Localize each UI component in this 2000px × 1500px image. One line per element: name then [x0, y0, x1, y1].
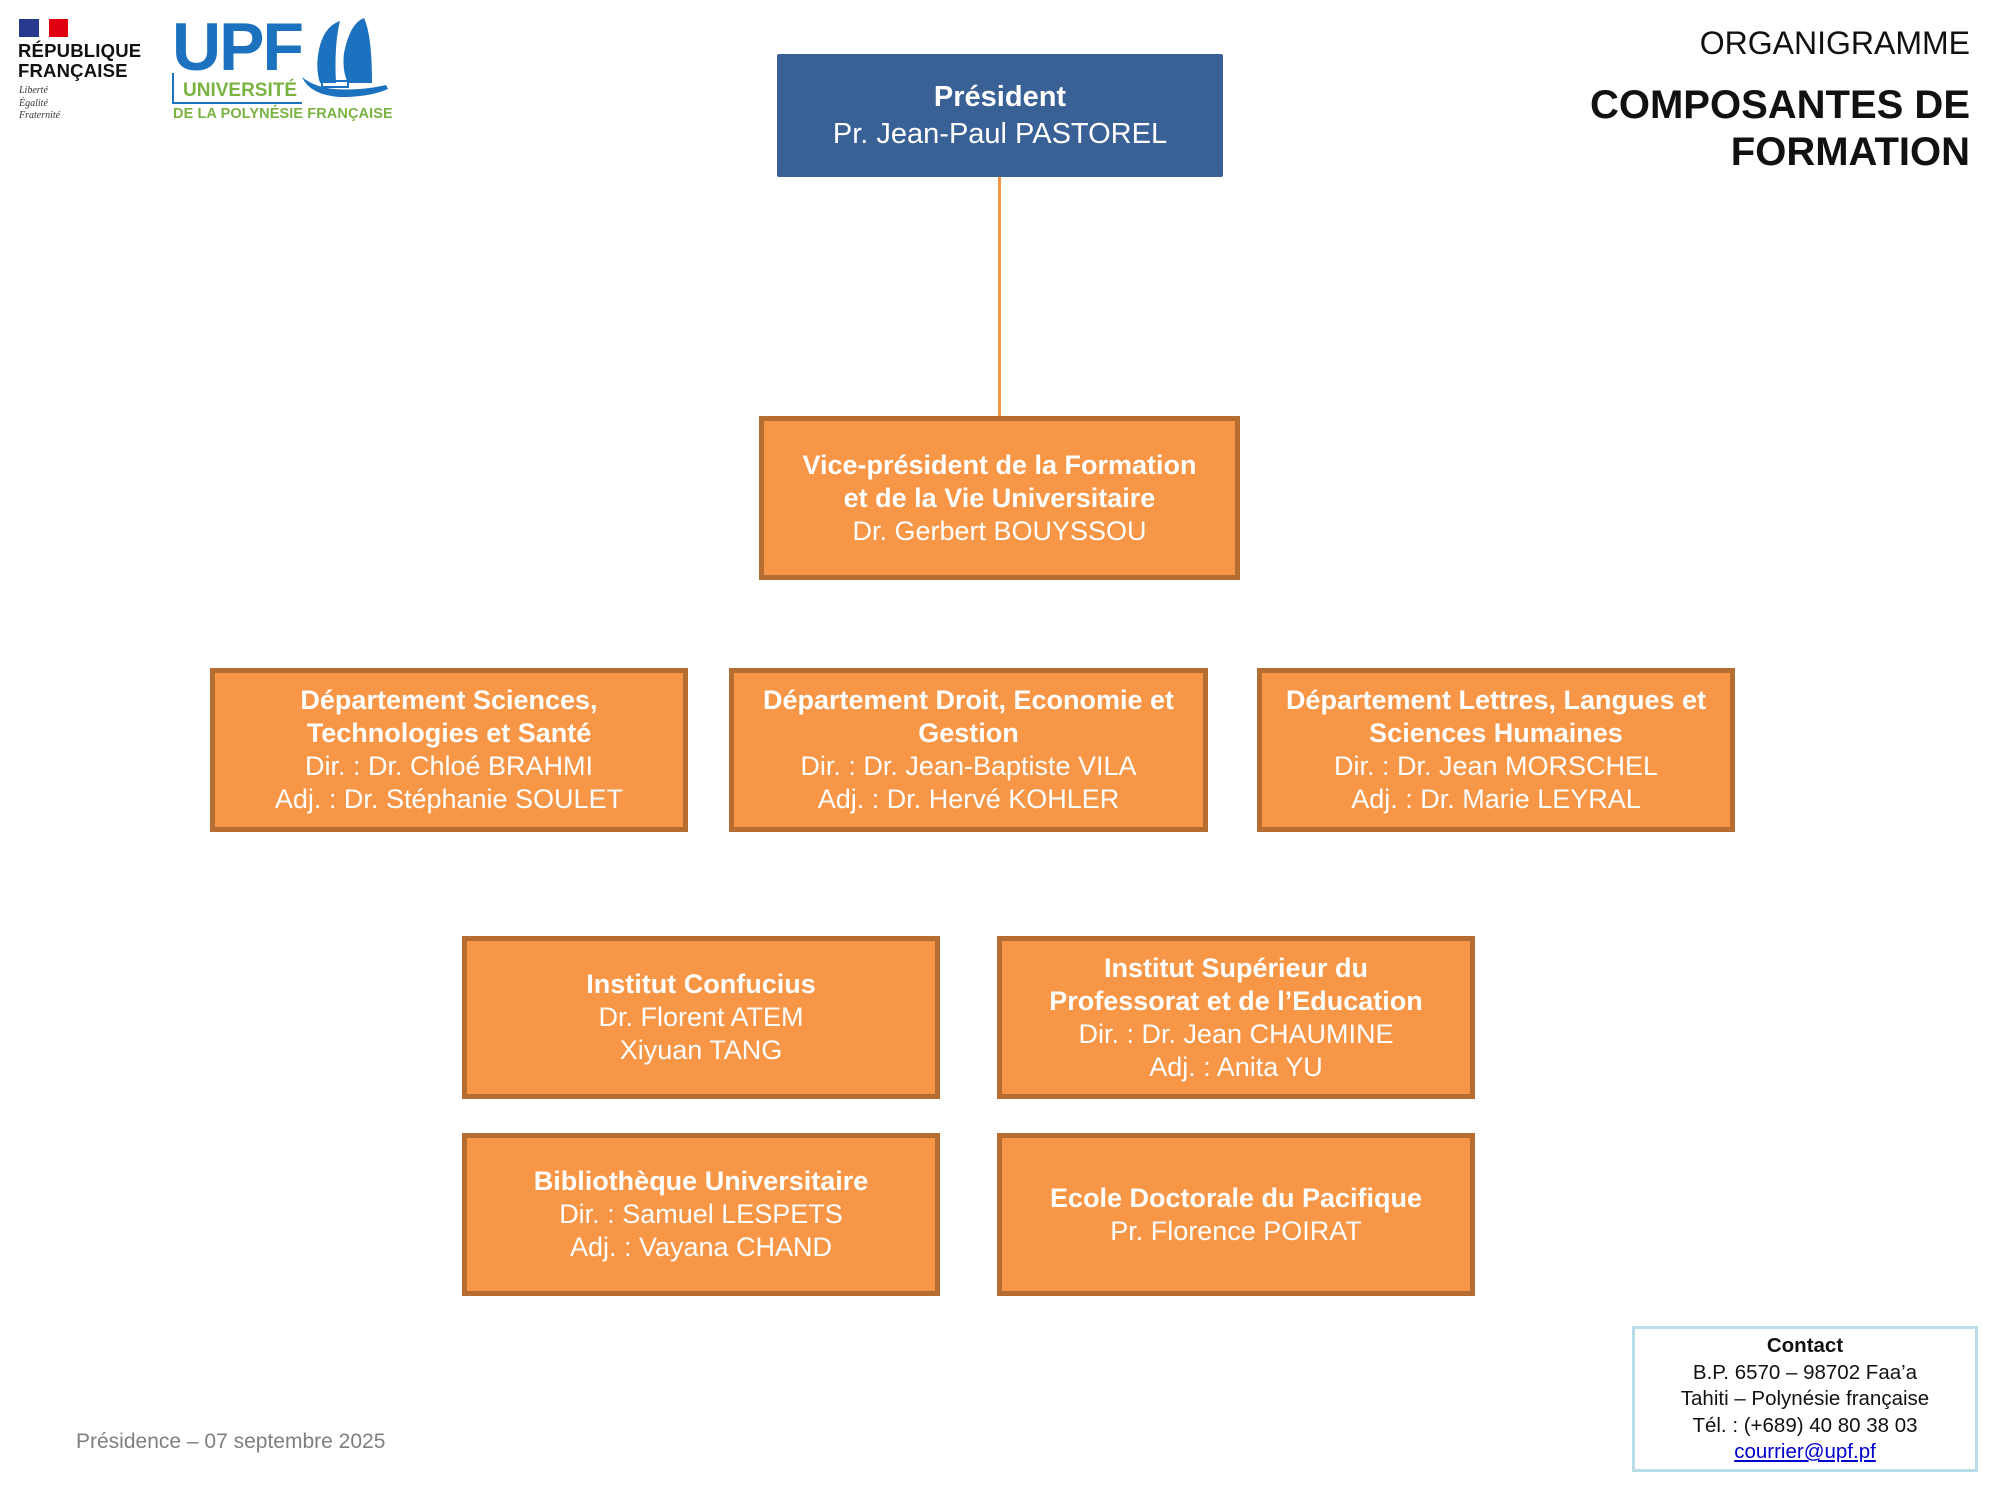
node-person: Pr. Florence POIRAT [1110, 1215, 1362, 1246]
sailing-canoe-icon [302, 18, 388, 97]
node-deputy: Adj. : Dr. Marie LEYRAL [1351, 784, 1641, 814]
upf-logo-acronym: UPF [172, 9, 304, 85]
node-title: Sciences Humaines [1369, 718, 1623, 748]
node-person: Dr. Gerbert BOUYSSOU [852, 515, 1147, 546]
node-director: Dir. : Dr. Jean CHAUMINE [1078, 1018, 1394, 1049]
rf-motto-line: Fraternité [19, 110, 61, 121]
page-title-line: FORMATION [1730, 130, 1970, 174]
node-person: Xiyuan TANG [619, 1035, 783, 1065]
org-node-president: Président Pr. Jean-Paul PASTOREL [777, 54, 1223, 177]
node-title: Institut Supérieur du [1103, 952, 1368, 983]
node-title: Département Sciences, [300, 685, 598, 715]
node-title: Département Lettres, Langues et [1285, 685, 1707, 715]
rf-motto: Liberté Égalité Fraternité [19, 85, 60, 123]
node-title: Département Droit, Economie et [762, 685, 1175, 715]
node-title: Bibliothèque Universitaire [533, 1166, 869, 1196]
node-director: Dir. : Dr. Jean-Baptiste VILA [800, 751, 1137, 781]
contact-address: B.P. 6570 – 98702 Faa’a [1692, 1360, 1918, 1384]
node-title: Vice-président de la Formation [802, 449, 1197, 480]
upf-logo-rule [172, 73, 174, 103]
org-node-dept-droit: Département Droit, Economie et Gestion D… [729, 668, 1208, 832]
node-deputy: Adj. : Vayana CHAND [569, 1232, 833, 1262]
contact-box: Contact B.P. 6570 – 98702 Faa’a Tahiti –… [1632, 1326, 1978, 1472]
rf-name-line: RÉPUBLIQUE [18, 40, 142, 61]
footer-date: Présidence – 07 septembre 2025 [76, 1430, 386, 1453]
org-node-ecole-doctorale: Ecole Doctorale du Pacifique Pr. Florenc… [997, 1133, 1475, 1296]
node-director: Dir. : Samuel LESPETS [559, 1199, 843, 1229]
org-node-dept-lettres: Département Lettres, Langues et Sciences… [1257, 668, 1735, 832]
node-deputy: Adj. : Dr. Stéphanie SOULET [274, 784, 624, 814]
republique-francaise-logo-text: RÉPUBLIQUE FRANÇAISE [18, 41, 141, 80]
node-title: Technologies et Santé [306, 718, 592, 748]
contact-phone: Tél. : (+689) 40 80 38 03 [1692, 1413, 1918, 1437]
node-title: Gestion [918, 718, 1019, 748]
node-director: Dir. : Dr. Chloé BRAHMI [304, 751, 594, 781]
node-person: Dr. Florent ATEM [598, 1002, 804, 1032]
node-title: Professorat et de l’Education [1049, 985, 1423, 1016]
upf-logo-rule [172, 102, 302, 104]
node-deputy: Adj. : Anita YU [1149, 1051, 1323, 1082]
page-title: COMPOSANTES DE FORMATION [1590, 82, 1970, 176]
node-deputy: Adj. : Dr. Hervé KOHLER [817, 784, 1120, 814]
org-node-institut-confucius: Institut Confucius Dr. Florent ATEM Xiyu… [462, 936, 940, 1099]
node-title: Ecole Doctorale du Pacifique [1049, 1182, 1423, 1213]
org-node-vice-president: Vice-président de la Formation et de la … [759, 416, 1240, 580]
node-title: et de la Vie Universitaire [843, 482, 1156, 513]
contact-title: Contact [1766, 1334, 1844, 1357]
contact-email-link[interactable]: courrier@upf.pf [1734, 1440, 1876, 1463]
node-person: Pr. Jean-Paul PASTOREL [832, 117, 1168, 150]
org-connector-line [998, 177, 1001, 417]
marianne-flag-icon [19, 19, 68, 37]
upf-logo-polynesie: DE LA POLYNÉSIE FRANÇAISE [173, 106, 393, 122]
node-title: Institut Confucius [586, 969, 816, 999]
page-title-line: COMPOSANTES DE [1589, 83, 1970, 127]
org-node-inspe: Institut Supérieur du Professorat et de … [997, 936, 1475, 1099]
org-node-dept-sciences: Département Sciences, Technologies et Sa… [210, 668, 688, 832]
rf-motto-line: Égalité [19, 97, 48, 109]
page-supertitle: ORGANIGRAMME [1699, 25, 1970, 61]
upf-logo-universite: UNIVERSITÉ [183, 80, 298, 101]
node-title: Président [933, 80, 1067, 113]
rf-motto-line: Liberté [19, 85, 48, 96]
org-node-bibliotheque: Bibliothèque Universitaire Dir. : Samuel… [462, 1133, 940, 1296]
rf-name-line: FRANÇAISE [18, 59, 128, 81]
node-director: Dir. : Dr. Jean MORSCHEL [1333, 751, 1659, 781]
contact-location: Tahiti – Polynésie française [1680, 1387, 1930, 1410]
